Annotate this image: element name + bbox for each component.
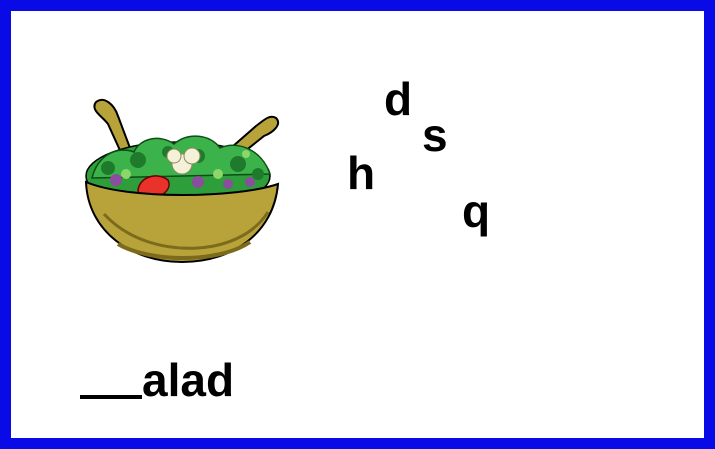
word-suffix: alad (142, 354, 235, 406)
salad-bowl-icon (78, 94, 288, 270)
answer-blank[interactable] (80, 355, 142, 399)
letter-tile-d[interactable]: d (384, 73, 413, 125)
word-puzzle: alad (80, 352, 234, 405)
letter-tile-s[interactable]: s (422, 109, 448, 161)
letter-tile-q[interactable]: q (462, 185, 491, 237)
letter-tile-h[interactable]: h (347, 147, 376, 199)
